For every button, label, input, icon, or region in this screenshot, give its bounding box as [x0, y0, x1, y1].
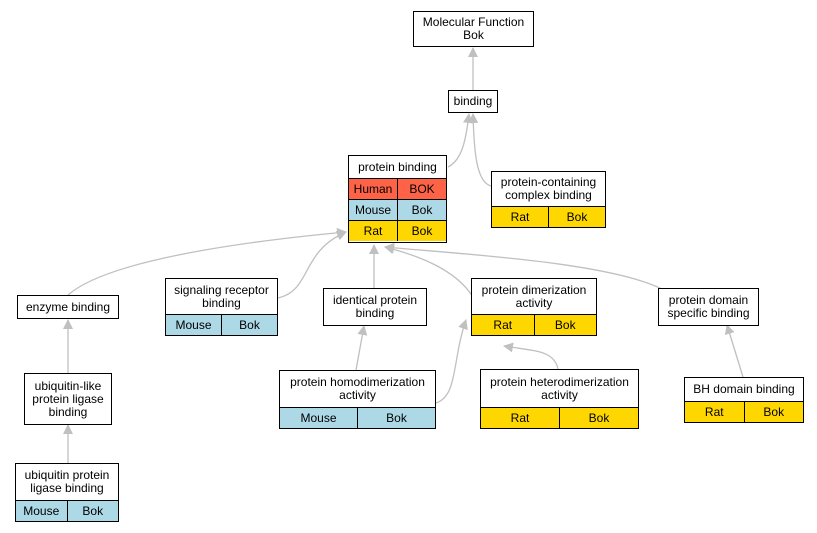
node-signaling-receptor-binding[interactable]: signaling receptor binding Mouse Bok: [165, 278, 278, 336]
node-title: BH domain binding: [685, 378, 803, 401]
node-title-line: activity: [515, 295, 553, 310]
node-identical-protein-binding[interactable]: identical protein binding: [323, 288, 427, 326]
gene-cell: Bok: [743, 402, 803, 422]
node-title: enzyme binding: [18, 296, 118, 318]
node-title-line: binding: [453, 94, 493, 108]
species-cell: Human: [349, 179, 397, 199]
node-title: protein-containing complex binding: [492, 172, 605, 206]
node-title-line: protein homodimerization: [290, 375, 425, 389]
node-title-line: specific binding: [667, 306, 750, 320]
node-protein-containing-complex-binding[interactable]: protein-containing complex binding Rat B…: [491, 171, 606, 228]
node-ubiquitin-protein-ligase-binding[interactable]: ubiquitin protein ligase binding Mouse B…: [15, 463, 119, 522]
node-bh-domain-binding[interactable]: BH domain binding Rat Bok: [684, 377, 804, 423]
species-row: Mouse Bok: [16, 500, 118, 521]
edge-signaling-to-protein-binding: [277, 231, 347, 299]
node-title: protein heterodimerization activity: [481, 370, 638, 407]
node-title: protein domain specific binding: [659, 289, 758, 325]
node-enzyme-binding[interactable]: enzyme binding: [17, 295, 119, 319]
node-title-line: complex binding: [505, 188, 592, 202]
species-row: Rat Bok: [349, 220, 446, 241]
node-title: protein dimerization activity: [472, 279, 596, 314]
node-protein-domain-specific-binding[interactable]: protein domain specific binding: [658, 288, 759, 326]
node-protein-heterodimerization-activity[interactable]: protein heterodimerization activity Rat …: [480, 369, 639, 429]
gene-cell: BOK: [397, 179, 446, 199]
species-cell: Rat: [481, 408, 559, 428]
edge-heterodimerization-to-dimerization: [503, 342, 559, 370]
species-cell: Rat: [472, 315, 534, 335]
node-title-line: binding: [48, 404, 88, 419]
node-title: binding: [449, 91, 497, 112]
node-title-line: ubiquitin protein: [24, 468, 110, 482]
node-title-line: protein-containing: [500, 175, 597, 189]
species-cell: Mouse: [166, 315, 221, 335]
species-row: Rat Bok: [481, 407, 638, 428]
node-title-line: protein heterodimerization: [490, 374, 629, 389]
node-title-line: protein dimerization: [481, 282, 587, 297]
node-title: protein binding: [349, 156, 446, 178]
gene-cell: Bok: [357, 408, 435, 428]
node-title-line: Molecular Function: [422, 15, 525, 29]
node-title-line: activity: [339, 388, 376, 402]
edge-bh-to-domain: [724, 324, 744, 378]
species-row: Human BOK: [349, 178, 446, 199]
edge-domain-to-protein-binding: [384, 242, 665, 291]
species-cell: Rat: [349, 221, 397, 241]
node-title-line: activity: [541, 387, 578, 402]
node-title: ubiquitin-like protein ligase binding: [25, 374, 111, 424]
edge-homodimerization-to-dimerization: [435, 319, 468, 404]
species-row: Rat Bok: [472, 314, 596, 335]
gene-cell: Bok: [548, 207, 605, 227]
gene-cell: Bok: [66, 501, 118, 521]
node-title: signaling receptor binding: [166, 279, 277, 314]
species-cell: Rat: [685, 402, 744, 422]
node-title-line: protein ligase: [32, 391, 104, 406]
node-title-line: enzyme binding: [25, 299, 111, 314]
node-protein-homodimerization-activity[interactable]: protein homodimerization activity Mouse …: [279, 370, 436, 429]
edge-protein-binding-to-binding: [447, 113, 473, 168]
node-title-line: ligase binding: [30, 481, 104, 495]
node-title-line: binding: [355, 306, 395, 320]
gene-cell: Bok: [397, 221, 446, 241]
species-cell: Mouse: [349, 200, 397, 220]
species-row: Mouse Bok: [280, 407, 435, 428]
gene-cell: Bok: [533, 315, 596, 335]
gene-cell: Bok: [221, 315, 277, 335]
node-title-line: protein binding: [358, 159, 437, 174]
node-title: Molecular Function Bok: [414, 12, 533, 46]
species-row: Mouse Bok: [349, 199, 446, 220]
species-row: Rat Bok: [492, 206, 605, 227]
species-row: Rat Bok: [685, 401, 803, 422]
node-title: protein homodimerization activity: [280, 371, 435, 407]
species-cell: Mouse: [280, 408, 357, 428]
node-molecular-function[interactable]: Molecular Function Bok: [413, 11, 534, 47]
node-title-line: BH domain binding: [693, 382, 795, 396]
node-ubiquitin-like-protein-ligase-binding[interactable]: ubiquitin-like protein ligase binding: [24, 373, 112, 425]
node-title: ubiquitin protein ligase binding: [16, 464, 118, 500]
node-protein-binding[interactable]: protein binding Human BOK Mouse Bok Rat …: [348, 155, 447, 243]
gene-cell: Bok: [397, 200, 446, 220]
edge-complex-binding-to-binding: [468, 113, 492, 187]
species-row: Mouse Bok: [166, 314, 277, 335]
gene-cell: Bok: [559, 408, 638, 428]
node-title-line: binding: [202, 295, 241, 310]
node-protein-dimerization-activity[interactable]: protein dimerization activity Rat Bok: [471, 278, 597, 336]
node-title-line: identical protein: [332, 293, 418, 307]
edge-dimerization-to-protein-binding: [384, 244, 474, 298]
node-title: identical protein binding: [324, 289, 426, 325]
edge-enzyme-to-protein-binding: [67, 227, 347, 296]
node-binding[interactable]: binding: [448, 90, 498, 113]
species-cell: Mouse: [16, 501, 67, 521]
node-title-line: signaling receptor: [174, 282, 269, 297]
species-cell: Rat: [492, 207, 548, 227]
node-title-line: ubiquitin-like: [34, 378, 102, 393]
node-title-line: protein domain: [668, 293, 749, 307]
edge-homodimerization-to-identical: [355, 325, 368, 371]
edge-paths: [63, 47, 744, 463]
node-title-line: Bok: [463, 28, 484, 42]
